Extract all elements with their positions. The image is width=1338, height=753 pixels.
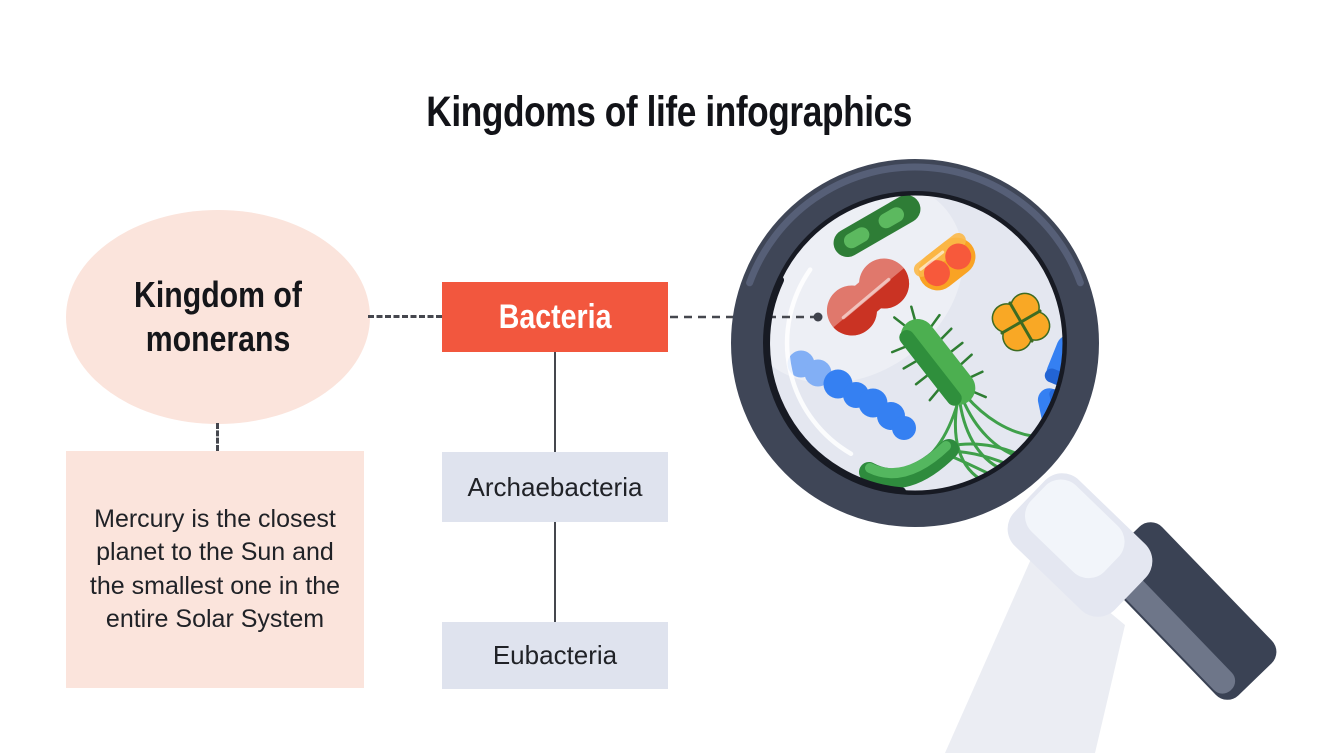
- eubacteria-label: Eubacteria: [492, 640, 618, 670]
- page-title-text: Kingdoms of life infographics: [426, 87, 912, 136]
- connector-ellipse-to-note: [216, 423, 219, 451]
- bacterium-orange-diplococcus: [913, 232, 976, 291]
- bacterium-green-segmented-bacillus: [833, 195, 921, 257]
- magnifier-illustration: [670, 159, 1277, 753]
- magnifier-rim: [731, 159, 1099, 527]
- bacterium-yellow-tetrad: [991, 292, 1051, 352]
- eubacteria-node: Eubacteria: [442, 622, 668, 689]
- lens-crescent-highlight: [784, 267, 854, 457]
- note-text: Mercury is the closest planet to the Sun…: [89, 504, 341, 634]
- bacteria-label: Bacteria: [498, 297, 612, 336]
- magnifier-rim-highlight: [746, 163, 1084, 287]
- archaebacteria-node: Archaebacteria: [442, 452, 668, 522]
- kingdom-label: Kingdom of monerans: [134, 274, 302, 359]
- kingdom-ellipse-node: Kingdom of monerans: [66, 210, 370, 424]
- bacterium-green-vibrio: [859, 439, 959, 489]
- bacteria-node: Bacteria: [442, 282, 668, 352]
- connector-bacteria-to-archaebacteria: [554, 352, 556, 452]
- connector-archaebacteria-to-eubacteria: [554, 522, 556, 622]
- lens-inner-ring-shade: [762, 276, 906, 496]
- magnifier-collar: [1007, 473, 1153, 617]
- connector-ellipse-to-bacteria: [368, 315, 442, 318]
- page-title: Kingdoms of life infographics: [0, 87, 1338, 136]
- bacterium-green-flagellated-bacillus: [890, 305, 987, 406]
- archaebacteria-label: Archaebacteria: [467, 471, 643, 502]
- bacterium-blue-streptococci: [787, 350, 916, 440]
- note-box: Mercury is the closest planet to the Sun…: [66, 451, 364, 688]
